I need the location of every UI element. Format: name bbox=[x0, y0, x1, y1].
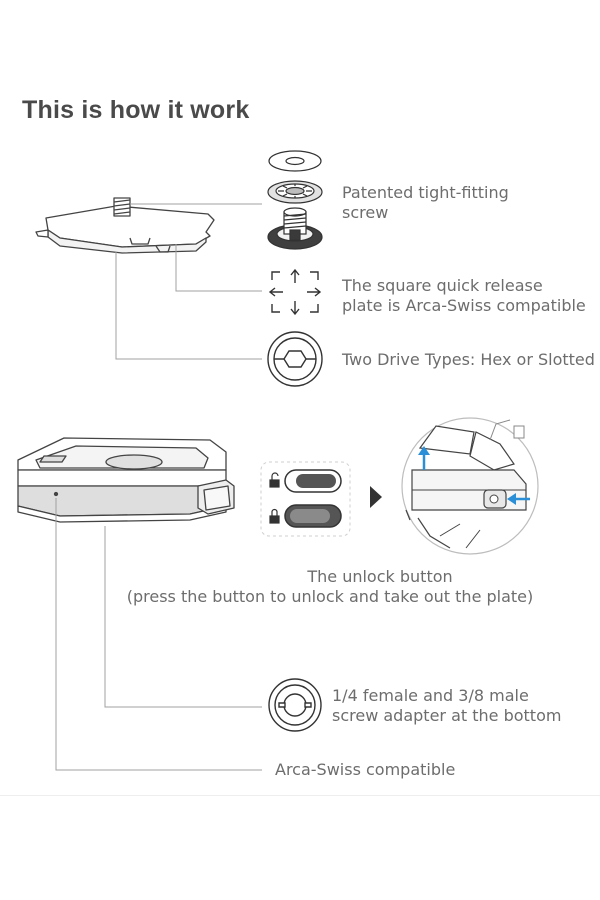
lock-closed-icon bbox=[269, 508, 280, 524]
divider bbox=[0, 795, 600, 796]
toggle-unlocked bbox=[284, 469, 342, 493]
arca-caption-line1: Arca-Swiss compatible bbox=[275, 760, 456, 779]
screw-caption: Patented tight-fitting screw bbox=[342, 183, 509, 223]
plate-caption: The square quick release plate is Arca-S… bbox=[342, 276, 586, 316]
leader-lines-bottom bbox=[55, 498, 262, 771]
unlock-detail bbox=[401, 417, 539, 555]
screw-caption-line1: Patented tight-fitting bbox=[342, 183, 509, 202]
adapter-caption-line2: screw adapter at the bottom bbox=[332, 706, 562, 725]
unlock-caption: The unlock button (press the button to u… bbox=[100, 567, 560, 607]
arca-caption: Arca-Swiss compatible bbox=[275, 760, 455, 780]
hex-slot-drive-icon bbox=[267, 331, 323, 387]
adapter-caption: 1/4 female and 3/8 male screw adapter at… bbox=[332, 686, 561, 726]
screw-caption-line2: screw bbox=[342, 203, 389, 222]
arrows-square-icon bbox=[268, 268, 322, 316]
leader-lines-top bbox=[115, 203, 262, 360]
toggle-panel bbox=[260, 461, 351, 537]
arrow-right-icon bbox=[370, 486, 382, 508]
toggle-locked bbox=[284, 504, 342, 528]
screw-bolt-icon bbox=[267, 207, 323, 250]
quick-release-plate bbox=[35, 197, 215, 254]
clamp-body bbox=[17, 437, 235, 523]
adapter-caption-line1: 1/4 female and 3/8 male bbox=[332, 686, 529, 705]
unlock-caption-line1: The unlock button bbox=[307, 567, 453, 586]
lock-open-icon bbox=[269, 472, 280, 488]
screw-washer-icon bbox=[268, 150, 322, 172]
unlock-caption-line2: (press the button to unlock and take out… bbox=[126, 587, 534, 606]
drive-caption-line1: Two Drive Types: Hex or Slotted bbox=[342, 350, 595, 369]
plate-caption-line2: plate is Arca-Swiss compatible bbox=[342, 296, 586, 315]
drive-caption: Two Drive Types: Hex or Slotted bbox=[342, 350, 595, 370]
page-title: This is how it work bbox=[22, 96, 250, 124]
screw-ring-icon bbox=[267, 180, 323, 204]
plate-caption-line1: The square quick release bbox=[342, 276, 543, 295]
adapter-ring-icon bbox=[268, 678, 322, 732]
